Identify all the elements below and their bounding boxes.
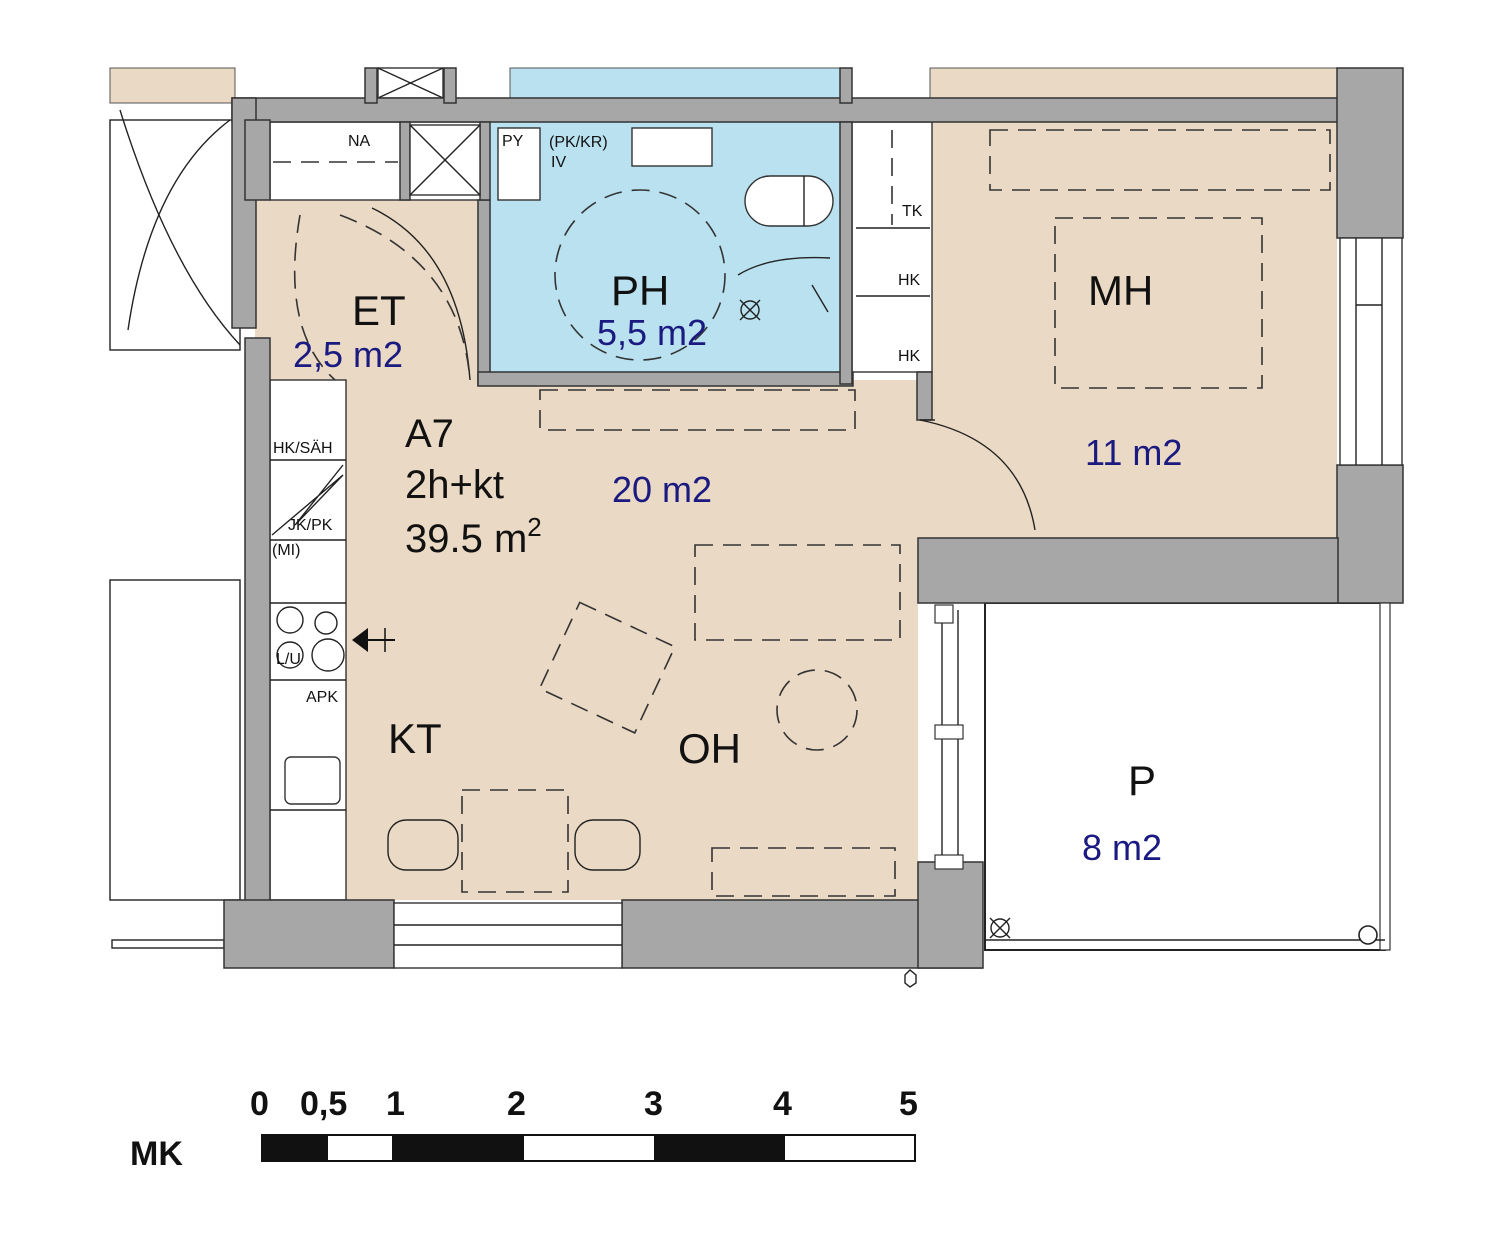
bathroom-fixtures xyxy=(497,127,834,361)
room-mh-area: 11 m2 xyxy=(1085,432,1182,473)
room-ph-name: PH xyxy=(611,267,669,314)
label-pk-kr: (PK/KR) xyxy=(549,134,608,151)
scale-tick-1: 1 xyxy=(386,1085,405,1123)
room-et-name: ET xyxy=(352,287,406,334)
room-mh-name: MH xyxy=(1088,267,1153,314)
room-oh-name: OH xyxy=(678,725,741,772)
walls xyxy=(223,67,1404,969)
scale-segment-2 xyxy=(392,1135,524,1161)
windows xyxy=(393,237,1403,969)
room-et-area: 2,5 m2 xyxy=(293,334,403,375)
closet-details xyxy=(273,124,930,297)
apartment-area-value: 39.5 m xyxy=(405,517,527,561)
room-labels: ET 2,5 m2 PH 5,5 m2 MH 11 m2 20 m2 KT OH… xyxy=(293,267,1182,868)
scale-label: MK xyxy=(130,1135,183,1173)
kitchen-fixtures xyxy=(270,459,395,811)
door-swings xyxy=(293,207,1036,531)
label-hk-sah: HK/SÄH xyxy=(273,439,333,457)
label-jk-pk: JK/PK xyxy=(288,517,333,534)
apartment-info: A7 2h+kt 39.5 m2 xyxy=(405,412,542,561)
room-ph-area: 5,5 m2 xyxy=(597,312,707,353)
label-lu: L/U xyxy=(276,651,301,668)
furniture xyxy=(387,129,1331,897)
apartment-area: 39.5 m2 xyxy=(405,512,542,561)
room-kt-name: KT xyxy=(388,715,442,762)
label-hk-2: HK xyxy=(898,348,921,365)
room-p-name: P xyxy=(1128,757,1156,804)
label-hk-1: HK xyxy=(898,272,921,289)
label-na: NA xyxy=(348,133,371,150)
scale-tick-2: 2 xyxy=(507,1085,526,1123)
apartment-type: 2h+kt xyxy=(405,463,504,507)
scale-tick-5: 5 xyxy=(899,1085,918,1123)
scale-segment-3 xyxy=(654,1135,785,1161)
scale-tick-3: 3 xyxy=(644,1085,663,1123)
label-tk: TK xyxy=(902,203,923,220)
neighbour-areas xyxy=(109,67,1339,949)
fixture-labels: NA PY (PK/KR) IV TK HK HK HK/SÄH JK/PK (… xyxy=(272,133,923,706)
label-iv: IV xyxy=(551,154,566,171)
label-mi: (MI) xyxy=(272,542,300,559)
scale-bar: MK 0 0,5 1 2 3 4 5 xyxy=(130,1085,918,1173)
label-py: PY xyxy=(502,133,524,150)
scale-tick-0: 0 xyxy=(250,1085,269,1123)
balcony-details xyxy=(904,917,1385,988)
label-apk: APK xyxy=(306,689,338,706)
room-oh-area: 20 m2 xyxy=(612,469,712,510)
apartment-code: A7 xyxy=(405,412,454,456)
scale-segment-1 xyxy=(262,1135,328,1161)
room-p-area: 8 m2 xyxy=(1082,827,1162,868)
apartment-area-exponent: 2 xyxy=(527,512,541,542)
scale-tick-4: 4 xyxy=(773,1085,792,1123)
scale-tick-05: 0,5 xyxy=(300,1085,347,1123)
